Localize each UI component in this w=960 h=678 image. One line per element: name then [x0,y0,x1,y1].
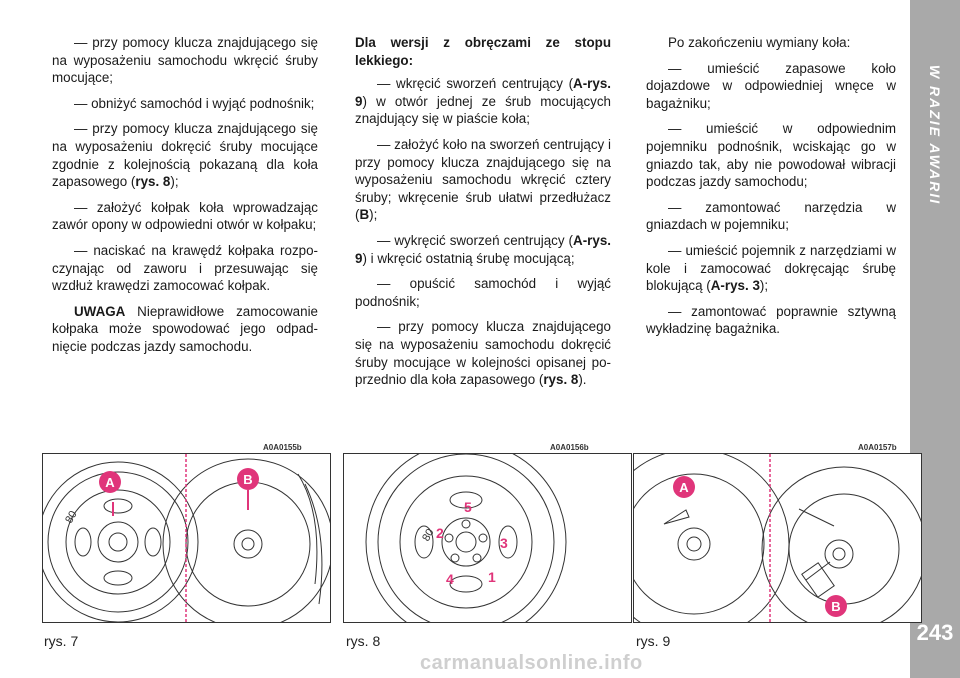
callout-b [237,468,259,490]
svg-text:A: A [679,480,689,495]
figure-code: A0A0155b [263,443,302,452]
paragraph: — zamontować narzędzia w gniazdach w poj… [646,199,896,233]
figure-code: A0A0157b [858,443,897,452]
page-number: 243 [916,620,954,645]
watermark: carmanualsonline.info [420,652,643,674]
paragraph: — przy pomocy klucza znajdującego się na… [355,319,611,388]
paragraph: — założyć kołpak koła wprowadzając zawór… [52,199,318,233]
callout-a [673,476,695,498]
svg-text:B: B [831,599,840,614]
svg-text:B: B [243,472,252,487]
text-column-3: Po zakończeniu wymiany koła: — umieścić … [646,34,896,346]
figure-caption: rys. 8 [346,633,381,649]
svg-text:A: A [105,475,115,490]
paragraph: — umieścić zapasowe koło dojazdowe w odp… [646,60,896,111]
figure-rys8: 1 2 3 4 5 80 [343,453,632,623]
figure-reference: A-rys. 9 [355,232,611,266]
figure-reference: B [359,207,370,223]
paragraph: — naciskać na krawędź kołpaka rozpo­czyn… [52,242,318,294]
wheel-illustration: A B 80 [43,454,330,622]
callout-a [99,471,121,493]
paragraph: — przy pomocy klucza znajdującego się na… [52,35,318,86]
section-title: W RAZIE AWARII [927,64,943,206]
paragraph: — obniżyć samochód i wyjąć podno­śnik; [74,95,315,111]
section-heading: Dla wersji z obręczami ze stopu lekkiego… [355,35,611,68]
paragraph: — opuścić samochód i wyjąć podnośnik; [355,276,611,309]
paragraph: — przy pomocy klucza znajdującego się na… [52,121,318,190]
figure-reference: rys. 8 [543,372,579,388]
figure-reference: A-rys. 9 [355,76,611,109]
figure-reference: A-rys. 3 [710,278,760,294]
paragraph: — wykręcić sworzeń centrujący (A-rys. 9)… [355,232,611,266]
paragraph: — wkręcić sworzeń centrujący (A-rys. 9) … [355,76,611,127]
svg-text:2: 2 [436,525,444,541]
wheel-illustration: A B [634,454,921,622]
svg-text:4: 4 [446,571,454,587]
paragraph: — zamontować poprawnie sztywną wy­kładzi… [646,303,896,337]
figure-caption: rys. 9 [636,633,671,649]
paragraph: — założyć koło na sworzeń centrujący i p… [355,136,611,223]
svg-text:80: 80 [420,527,437,544]
warning-paragraph: UWAGA Nieprawidłowe zamocowanie kołpaka … [52,303,318,354]
paragraph: Po zakończeniu wymiany koła: [668,35,851,50]
text-column-1: — przy pomocy klucza znajdującego się na… [52,34,318,364]
wheel-illustration: 1 2 3 4 5 80 [365,454,567,622]
svg-text:80: 80 [63,509,80,526]
figure-rys9: A B [633,453,922,623]
paragraph: — umieścić w odpowiednim pojemniku podno… [646,121,896,190]
text-column-2: Dla wersji z obręczami ze stopu lekkiego… [355,34,611,397]
warning-label: UWAGA [74,303,126,319]
paragraph: — umieścić pojemnik z narzędziami w kole… [646,242,896,294]
svg-text:5: 5 [464,499,472,515]
figure-code: A0A0156b [550,443,589,452]
callout-b [825,595,847,617]
figure-caption: rys. 7 [44,633,79,649]
figure-reference: rys. 8 [135,174,171,190]
svg-text:1: 1 [488,569,496,585]
svg-text:3: 3 [500,535,508,551]
figure-rys7: A B 80 [42,453,331,623]
